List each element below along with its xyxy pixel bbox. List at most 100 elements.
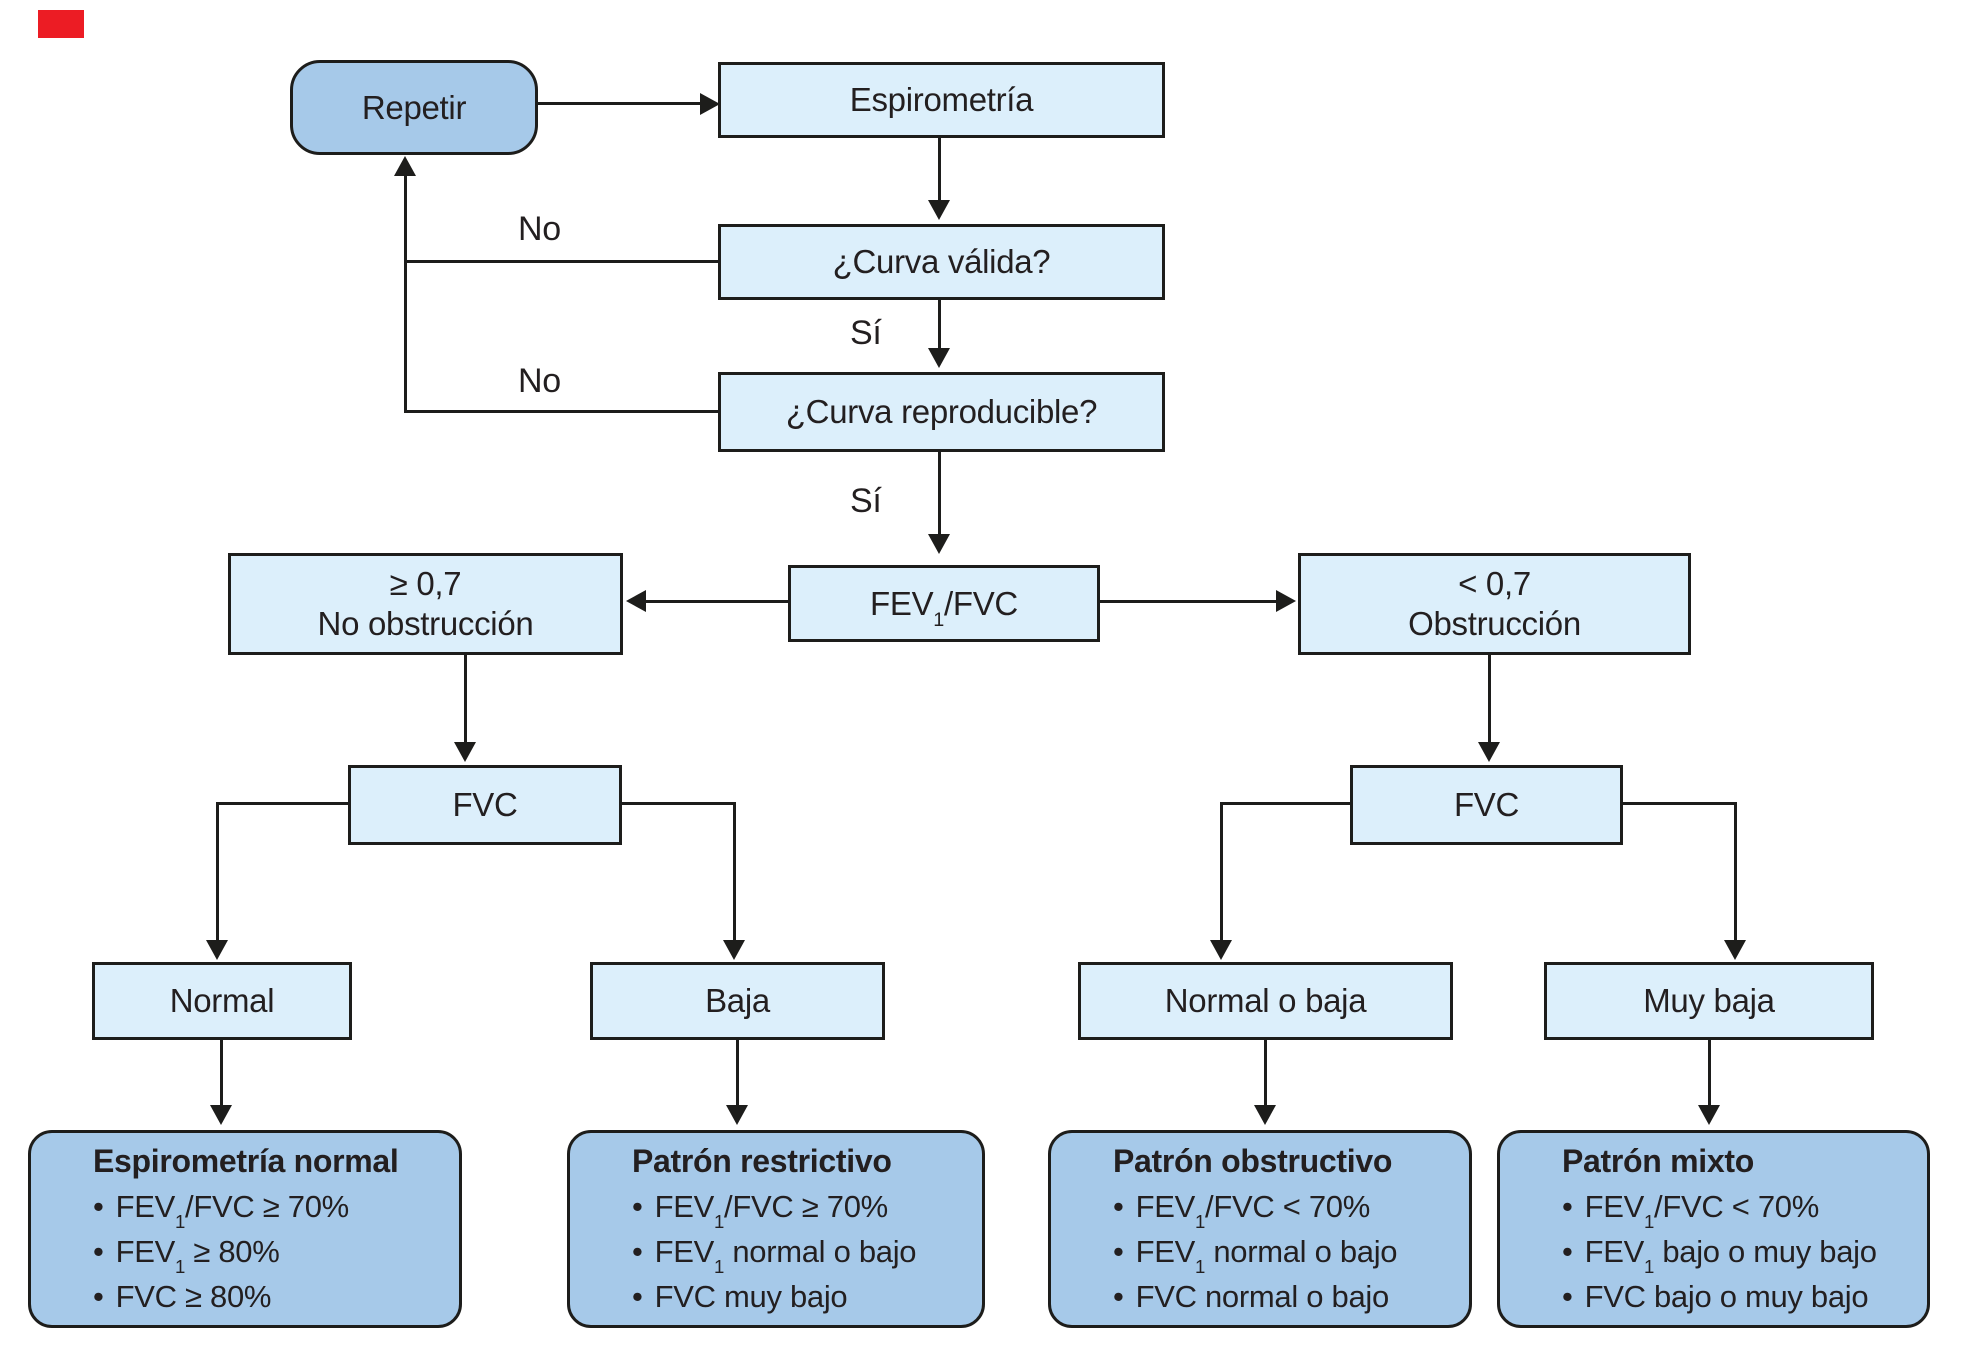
result-bullet: •FEV1 normal o bajo: [632, 1234, 917, 1278]
arrow-espirometria-to-valida: [938, 138, 941, 202]
arrow-normal-to-result: [220, 1040, 223, 1107]
node-curva-reproducible-label: ¿Curva reproducible?: [785, 393, 1098, 430]
connector-fvcright-to-muybaja-v: [1734, 802, 1737, 942]
result-espirometria-normal: Espirometría normal •FEV1/FVC ≥ 70% •FEV…: [28, 1130, 462, 1328]
page-corner-marker: [38, 10, 84, 38]
result-patron-obstructivo-title: Patrón obstructivo: [1113, 1143, 1393, 1179]
bullet-dot: •: [93, 1189, 104, 1224]
bullet-dot: •: [632, 1279, 643, 1314]
arrowhead-down-icon: [454, 742, 476, 762]
fev1-fvc-sub: 1: [933, 609, 944, 632]
arrow-repetir-to-espirometria: [538, 102, 702, 105]
result-bullet: •FEV1 bajo o muy bajo: [1562, 1234, 1877, 1278]
result-patron-restrictivo: Patrón restrictivo •FEV1/FVC ≥ 70% •FEV1…: [567, 1130, 985, 1328]
result-espirometria-normal-title: Espirometría normal: [93, 1143, 399, 1179]
connector-no-reproducible: [406, 410, 718, 413]
arrow-normalobaja-to-result: [1264, 1040, 1267, 1107]
node-no-obstruccion-line2: No obstrucción: [317, 605, 534, 642]
arrow-reproducible-to-fev1fvc: [938, 452, 941, 536]
bullet-dot: •: [632, 1234, 643, 1269]
fev1-fvc-pre: FEV: [870, 584, 934, 622]
result-patron-obstructivo: Patrón obstructivo •FEV1/FVC < 70% •FEV1…: [1048, 1130, 1472, 1328]
result-bullet: •FEV1 normal o bajo: [1113, 1234, 1398, 1278]
connector-fvcleft-to-normal: [218, 802, 348, 805]
edge-label-no-reproducible: No: [518, 362, 561, 400]
connector-fvcleft-to-baja: [622, 802, 736, 805]
node-fvc-right-label: FVC: [1453, 786, 1520, 823]
connector-no-to-repetir: [404, 176, 407, 413]
arrow-baja-to-result: [736, 1040, 739, 1107]
node-repetir-label: Repetir: [361, 88, 467, 126]
bullet-dot: •: [1562, 1189, 1573, 1224]
edge-label-no-valida: No: [518, 210, 561, 248]
result-bullet: •FEV1/FVC ≥ 70%: [93, 1189, 349, 1233]
node-obstruccion-line2: Obstrucción: [1408, 605, 1581, 642]
arrowhead-right-icon: [700, 93, 720, 115]
result-bullet: •FVC ≥ 80%: [93, 1279, 272, 1314]
node-curva-valida: ¿Curva válida?: [718, 224, 1165, 300]
result-bullet: •FVC normal o bajo: [1113, 1279, 1389, 1314]
arrowhead-down-icon: [1210, 940, 1232, 960]
node-normal-o-baja: Normal o baja: [1078, 962, 1453, 1040]
node-espirometria: Espirometría: [718, 62, 1165, 138]
result-bullet: •FVC bajo o muy bajo: [1562, 1279, 1869, 1314]
connector-fvcright-to-muybaja: [1623, 802, 1737, 805]
bullet-dot: •: [93, 1234, 104, 1269]
arrow-no-obstruccion-to-fvc: [464, 655, 467, 744]
arrow-muybaja-to-result: [1708, 1040, 1711, 1107]
node-curva-reproducible: ¿Curva reproducible?: [718, 372, 1165, 452]
connector-no-valida: [406, 260, 718, 263]
node-no-obstruccion: ≥ 0,7 No obstrucción: [228, 553, 623, 655]
node-muy-baja: Muy baja: [1544, 962, 1874, 1040]
node-repetir: Repetir: [290, 60, 538, 155]
arrowhead-down-icon: [1724, 940, 1746, 960]
bullet-dot: •: [1562, 1234, 1573, 1269]
connector-fvcright-to-normalobaja: [1222, 802, 1350, 805]
edge-label-si-reproducible: Sí: [850, 482, 882, 520]
arrowhead-down-icon: [1698, 1105, 1720, 1125]
arrowhead-down-icon: [1478, 742, 1500, 762]
arrowhead-down-icon: [726, 1105, 748, 1125]
bullet-dot: •: [1113, 1279, 1124, 1314]
arrowhead-left-icon: [626, 590, 646, 612]
node-curva-valida-label: ¿Curva válida?: [832, 243, 1051, 280]
node-espirometria-label: Espirometría: [849, 81, 1034, 118]
node-muy-baja-label: Muy baja: [1643, 982, 1775, 1019]
node-normal: Normal: [92, 962, 352, 1040]
bullet-dot: •: [632, 1189, 643, 1224]
arrow-obstruccion-to-fvc: [1488, 655, 1491, 744]
edge-label-si-valida: Sí: [850, 314, 882, 352]
node-normal-o-baja-label: Normal o baja: [1164, 982, 1367, 1019]
node-fvc-left-label: FVC: [452, 786, 518, 823]
arrowhead-down-icon: [928, 534, 950, 554]
node-fvc-left: FVC: [348, 765, 622, 845]
node-fvc-right: FVC: [1350, 765, 1623, 845]
result-patron-restrictivo-title: Patrón restrictivo: [632, 1143, 892, 1179]
arrowhead-down-icon: [723, 940, 745, 960]
arrowhead-down-icon: [928, 348, 950, 368]
result-bullet: •FEV1/FVC < 70%: [1113, 1189, 1370, 1233]
node-fev1-fvc-label: FEV1/FVC: [870, 584, 1018, 631]
node-obstruccion-line1: < 0,7: [1458, 565, 1531, 602]
arrowhead-down-icon: [928, 200, 950, 220]
result-patron-mixto-title: Patrón mixto: [1562, 1143, 1754, 1179]
bullet-dot: •: [1113, 1189, 1124, 1224]
node-normal-label: Normal: [169, 982, 275, 1019]
arrow-fev1fvc-to-obstruccion: [1100, 600, 1276, 603]
fev1-fvc-post: /FVC: [944, 584, 1018, 622]
result-patron-mixto: Patrón mixto •FEV1/FVC < 70% •FEV1 bajo …: [1497, 1130, 1930, 1328]
connector-fvcleft-to-normal-v: [216, 802, 219, 942]
node-fev1-fvc: FEV1/FVC: [788, 565, 1100, 642]
result-bullet: •FEV1/FVC ≥ 70%: [632, 1189, 888, 1233]
result-bullet: •FEV1/FVC < 70%: [1562, 1189, 1819, 1233]
node-baja-label: Baja: [705, 982, 770, 1019]
node-baja: Baja: [590, 962, 885, 1040]
result-bullet: •FVC muy bajo: [632, 1279, 848, 1314]
node-no-obstruccion-line1: ≥ 0,7: [389, 565, 462, 602]
bullet-dot: •: [93, 1279, 104, 1314]
bullet-dot: •: [1113, 1234, 1124, 1269]
arrowhead-down-icon: [206, 940, 228, 960]
bullet-dot: •: [1562, 1279, 1573, 1314]
node-obstruccion: < 0,7 Obstrucción: [1298, 553, 1691, 655]
